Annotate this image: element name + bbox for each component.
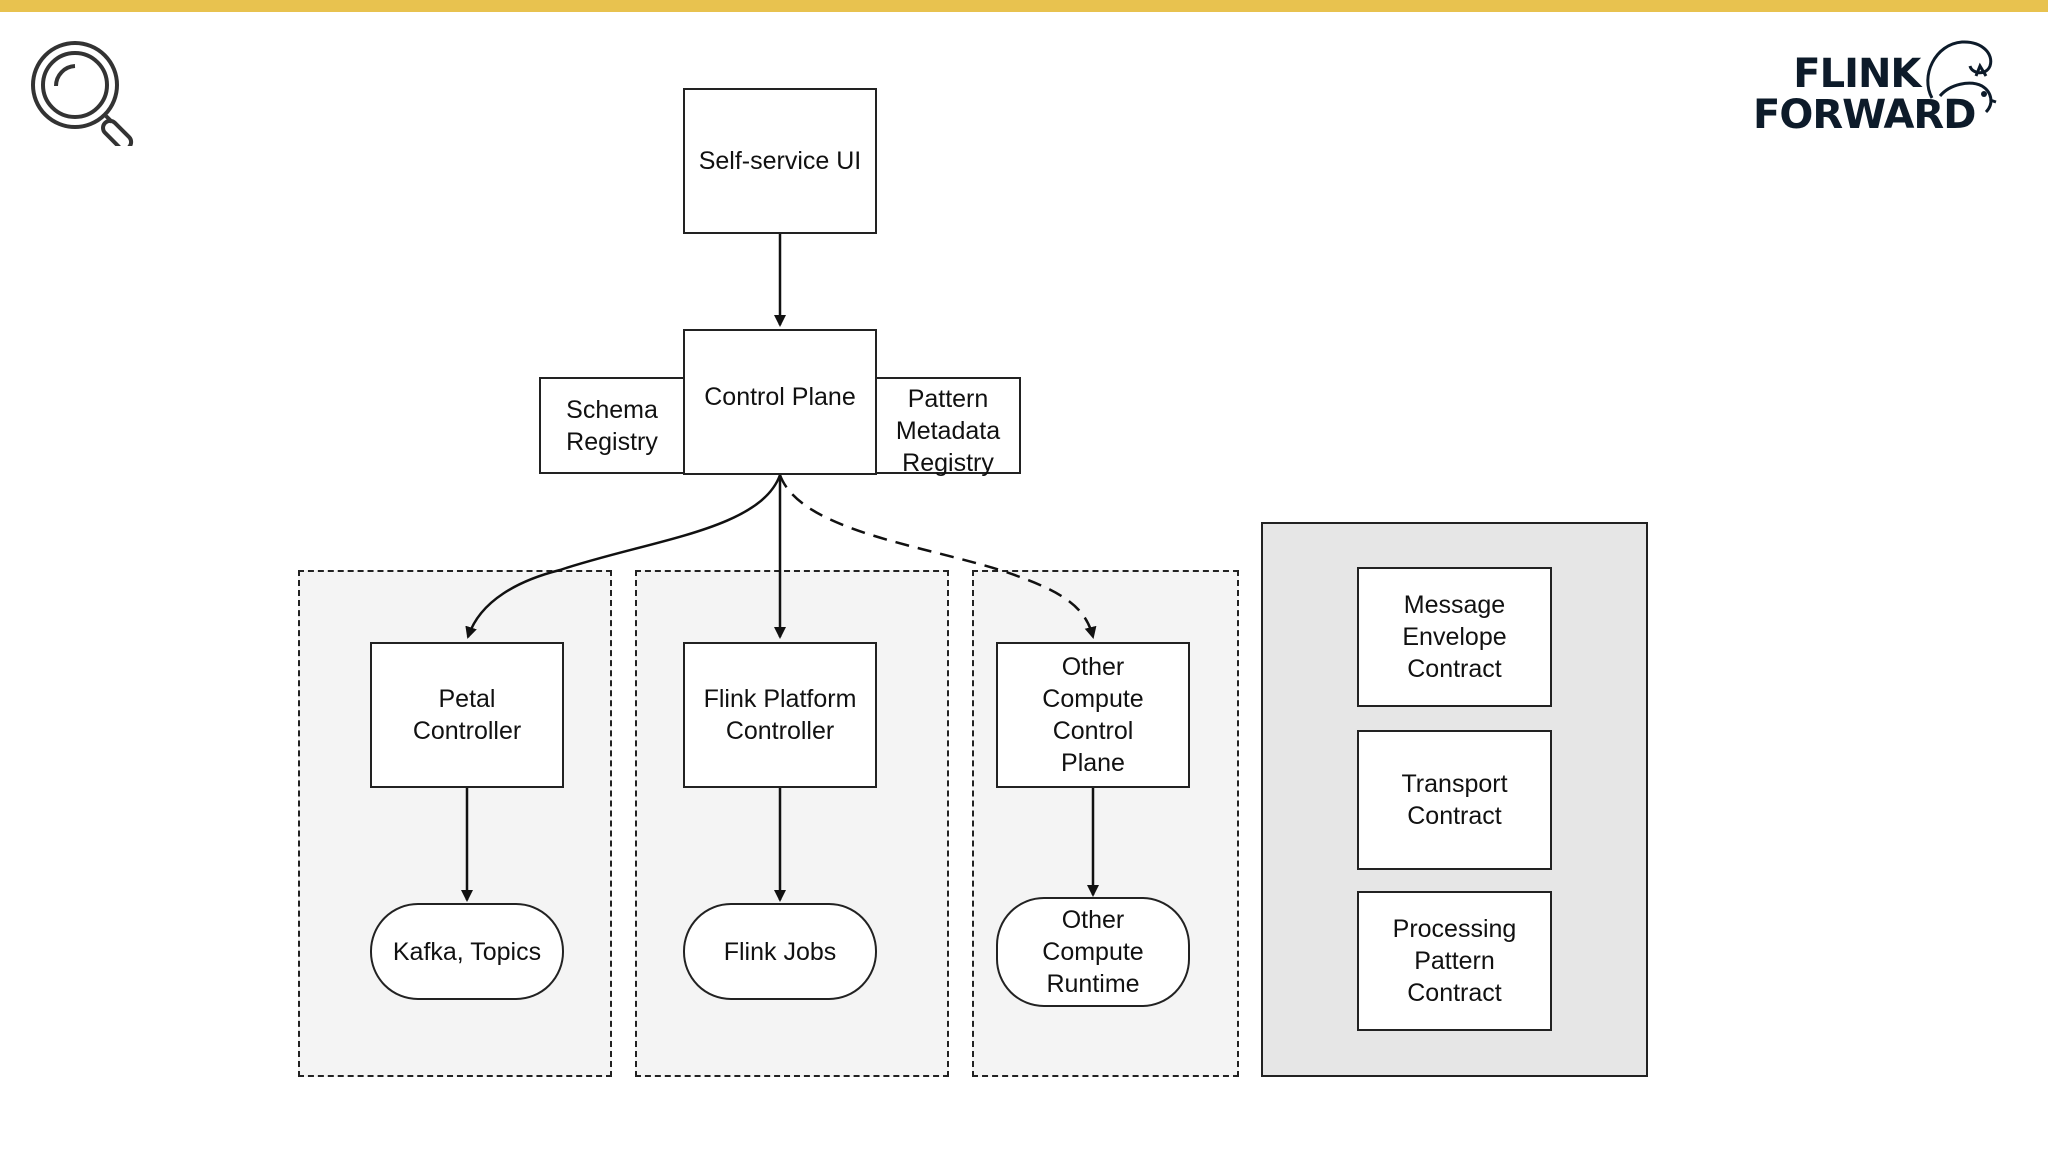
top-accent-bar [0, 0, 2048, 12]
flink-jobs-node: Flink Jobs [683, 903, 877, 1000]
processing-pattern-contract: Processing Pattern Contract [1357, 891, 1552, 1031]
logo-line-2: FORWARD [1753, 92, 1976, 138]
schema-registry-node: Schema Registry [539, 377, 685, 474]
logo-line-1: FLINK [1793, 51, 1921, 97]
magnifier-icon [26, 36, 136, 152]
squirrel-icon [1926, 40, 1997, 114]
flink-platform-controller-node: Flink Platform Controller [683, 642, 877, 788]
other-compute-runtime-node: Other Compute Runtime [996, 897, 1190, 1007]
control-plane-node: Control Plane [683, 329, 877, 475]
petal-controller-node: Petal Controller [370, 642, 564, 788]
flink-forward-logo: FLINK FORWARD [1745, 36, 2015, 146]
self-service-ui-node: Self-service UI [683, 88, 877, 234]
pattern-metadata-registry-node: Pattern Metadata Registry [875, 377, 1021, 477]
kafka-topics-node: Kafka, Topics [370, 903, 564, 1000]
transport-contract: Transport Contract [1357, 730, 1552, 870]
message-envelope-contract: Message Envelope Contract [1357, 567, 1552, 707]
other-compute-control-plane-node: Other Compute Control Plane [996, 642, 1190, 788]
